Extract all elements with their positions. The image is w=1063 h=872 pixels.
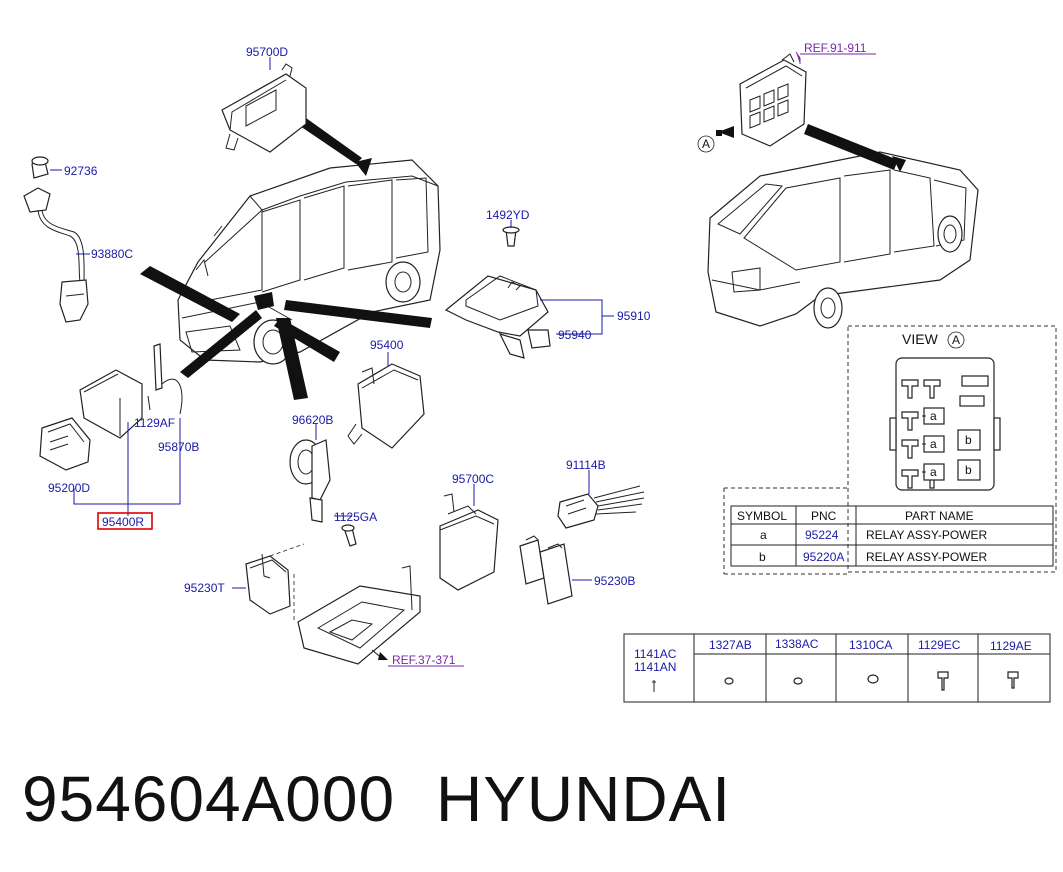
- label-93880c: 93880C: [91, 247, 133, 261]
- legend-row-1-name: RELAY ASSY-POWER: [866, 528, 987, 542]
- label-95200d: 95200D: [48, 481, 90, 495]
- label-ref-37-371: REF.37-371: [392, 653, 456, 667]
- footer-brand: HYUNDAI: [436, 763, 732, 835]
- hw-label-1141an: 1141AN: [634, 660, 676, 674]
- view-a-panel: [847, 325, 1057, 573]
- module-95400r-part: [39, 343, 183, 471]
- relay-95230t-part: [245, 543, 305, 615]
- relay-95230b-part: [519, 535, 573, 605]
- van-rear-illustration: [707, 151, 979, 329]
- view-title: VIEW: [902, 331, 939, 347]
- legend-header-pnc: PNC: [811, 509, 837, 523]
- label-96620b: 96620B: [292, 413, 333, 427]
- label-1129af: 1129AF: [134, 416, 175, 430]
- label-ref-91-911: REF.91-911: [804, 41, 867, 55]
- legend-header-part-name: PART NAME: [905, 509, 974, 523]
- clip-1492yd-part: [502, 226, 520, 247]
- label-95230t: 95230T: [184, 581, 225, 595]
- highlight-box-95400r: [97, 512, 153, 530]
- hw-label-1141ac: 1141AC: [634, 647, 677, 661]
- footer-part-number: 954604A000: [22, 763, 396, 835]
- legend-row-2-name: RELAY ASSY-POWER: [866, 550, 987, 564]
- view-cell-b-1: b: [965, 433, 972, 447]
- module-95700c-part: [439, 493, 499, 591]
- legend-row-1-symbol: a: [760, 528, 767, 542]
- bolt-1125ga-part: [341, 524, 357, 547]
- view-cell-a-2: a: [930, 437, 937, 451]
- label-95700c: 95700C: [452, 472, 494, 486]
- label-95400r: 95400R: [102, 515, 144, 529]
- legend-header-symbol: SYMBOL: [737, 509, 787, 523]
- legend-row-2-symbol: b: [759, 550, 766, 564]
- relay-box-part: [716, 53, 906, 172]
- label-95400: 95400: [370, 338, 404, 352]
- horn-96620b-part: [289, 439, 331, 523]
- view-letter-circle: [947, 331, 965, 349]
- label-1125ga: 1125GA: [334, 510, 377, 524]
- tray-part: [293, 565, 421, 665]
- view-cell-a-3: a: [930, 465, 937, 479]
- view-cell-b-2: b: [965, 463, 972, 477]
- hardware-table: [623, 633, 1051, 703]
- hw-col-1: 1327AB: [709, 638, 752, 652]
- label-95940: 95940: [558, 328, 592, 342]
- bracket-95910-part: [444, 275, 551, 359]
- label-95230b: 95230B: [594, 574, 635, 588]
- label-1492yd: 1492YD: [486, 208, 530, 222]
- van-front-illustration: [140, 118, 441, 400]
- legend-table: [730, 505, 1054, 567]
- hw-fastener-icons: [652, 671, 1019, 692]
- legend-row-2-pnc: 95220A: [803, 550, 844, 564]
- view-cell-a-1: a: [930, 409, 937, 423]
- hw-col-5: 1129AE: [990, 639, 1032, 653]
- view-letter: A: [952, 333, 960, 347]
- callout-circle-a: [697, 135, 715, 153]
- module-95700d-part: [221, 63, 307, 153]
- label-95700d: 95700D: [246, 45, 288, 59]
- hw-col-4: 1129EC: [918, 638, 961, 652]
- hw-col-3: 1310CA: [849, 638, 892, 652]
- bulb-92736-part: [31, 156, 49, 179]
- callout-a-letter: A: [702, 137, 710, 151]
- label-92736: 92736: [64, 164, 98, 178]
- sensor-93880c-part: [23, 187, 89, 323]
- label-91114b: 91114B: [566, 458, 606, 472]
- relay-box-top-view: [889, 357, 1001, 491]
- label-95910: 95910: [617, 309, 651, 323]
- label-95870b: 95870B: [158, 440, 199, 454]
- module-95400-part: [347, 363, 425, 449]
- connector-91114b-part: [557, 485, 645, 529]
- hw-col-2: 1338AC: [775, 637, 819, 651]
- legend-row-1-pnc: 95224: [805, 528, 839, 542]
